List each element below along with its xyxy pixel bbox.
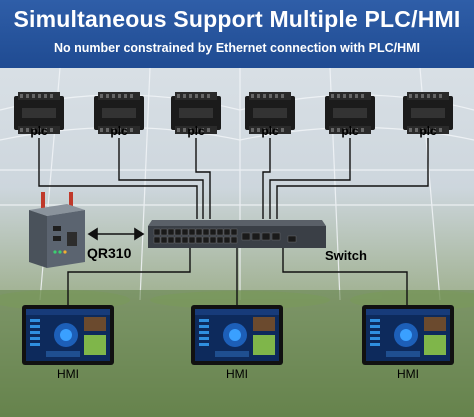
diagram-title: Simultaneous Support Multiple PLC/HMI xyxy=(13,6,461,32)
router-label: QR310 xyxy=(87,245,132,261)
hmi-panel xyxy=(191,305,283,365)
hmi-label: HMI xyxy=(397,367,419,381)
plc-module xyxy=(245,92,295,134)
qr310-router xyxy=(29,192,85,268)
plc-label: plc xyxy=(30,124,48,138)
plc-module xyxy=(14,92,64,134)
plc-label: plc xyxy=(110,124,128,138)
hmi-label: HMI xyxy=(226,367,248,381)
switch-label: Switch xyxy=(325,248,367,263)
hmi-label: HMI xyxy=(57,367,79,381)
plc-module xyxy=(325,92,375,134)
plc-module xyxy=(94,92,144,134)
diagram-subtitle: No number constrained by Ethernet connec… xyxy=(54,41,420,55)
plc-label: plc xyxy=(187,124,205,138)
plc-module xyxy=(171,92,221,134)
ethernet-switch xyxy=(148,220,326,248)
hmi-panel xyxy=(362,305,454,365)
plc-label: plc xyxy=(419,124,437,138)
hmi-panel xyxy=(22,305,114,365)
plc-label: plc xyxy=(341,124,359,138)
header-banner: Simultaneous Support Multiple PLC/HMI No… xyxy=(0,0,474,68)
plc-label: plc xyxy=(261,124,279,138)
plc-module xyxy=(403,92,453,134)
